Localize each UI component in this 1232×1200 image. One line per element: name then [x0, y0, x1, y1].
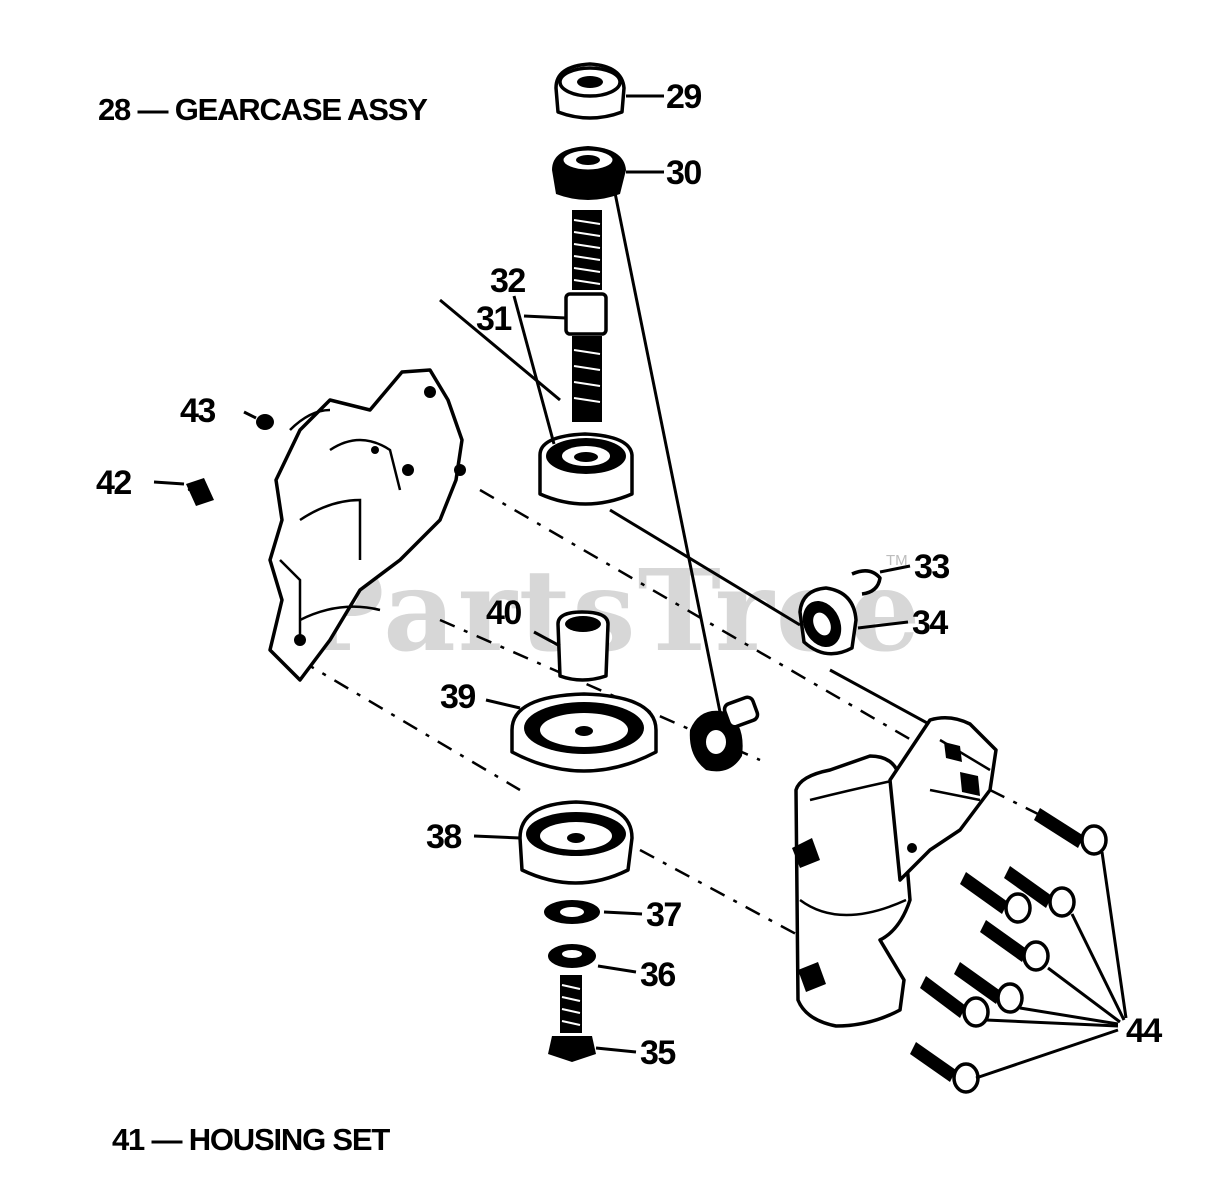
bolt-44-e [954, 962, 1024, 1014]
part-41-housing-right [792, 716, 998, 1028]
part-39-gear [510, 692, 658, 773]
callout-29: 29 [666, 78, 701, 116]
callout-44: 44 [1126, 1012, 1162, 1050]
callout-37: 37 [646, 896, 681, 934]
bolt-44-b [1004, 866, 1076, 918]
bolt-44-d [980, 920, 1050, 972]
part-30-seal [552, 146, 626, 200]
watermark-trademark: TM [886, 552, 908, 569]
part-36-nut [548, 944, 596, 968]
gearcase-assembly-title: 28 — GEARCASE ASSY [98, 92, 428, 127]
part-37-washer [544, 900, 600, 924]
callout-labels: 29 30 31 32 43 42 40 39 38 37 36 35 33 3… [96, 78, 1164, 1072]
bolt-44-c [960, 872, 1032, 924]
housing-set-title: 41 — HOUSING SET [112, 1122, 390, 1157]
callout-40: 40 [486, 594, 521, 632]
callout-34: 34 [912, 604, 948, 642]
callout-42: 42 [96, 464, 131, 502]
part-32-bearing [538, 432, 634, 506]
part-34-bearing [798, 586, 858, 656]
pinion-gear [689, 695, 760, 772]
callout-30: 30 [666, 154, 701, 192]
part-41-housing-left [268, 368, 466, 682]
callout-43: 43 [180, 392, 215, 430]
part-33-clip [851, 569, 882, 596]
callout-32: 32 [490, 262, 525, 300]
axis-dash-lower [299, 658, 521, 792]
callout-35: 35 [640, 1034, 675, 1072]
bolt-44-a [1034, 808, 1108, 856]
part-40-bushing [556, 610, 610, 682]
leader-lines [153, 94, 1128, 1080]
part-42-screw [186, 478, 214, 506]
bolt-44-f [920, 976, 990, 1028]
callout-39: 39 [440, 678, 475, 716]
part-35-bolt [548, 975, 596, 1062]
axis-line-30-to-shaft [610, 177, 722, 713]
axis-dash-upper [479, 488, 921, 747]
part-44-bolts [910, 808, 1108, 1094]
callout-33: 33 [914, 548, 949, 586]
callout-38: 38 [426, 818, 461, 856]
callout-31: 31 [476, 300, 511, 338]
part-43-screw [256, 414, 274, 430]
callout-36: 36 [640, 956, 675, 994]
part-31-shaft [564, 210, 608, 422]
part-38-holder [518, 800, 634, 885]
part-29-cap [554, 62, 626, 120]
bolt-44-g [910, 1042, 980, 1094]
